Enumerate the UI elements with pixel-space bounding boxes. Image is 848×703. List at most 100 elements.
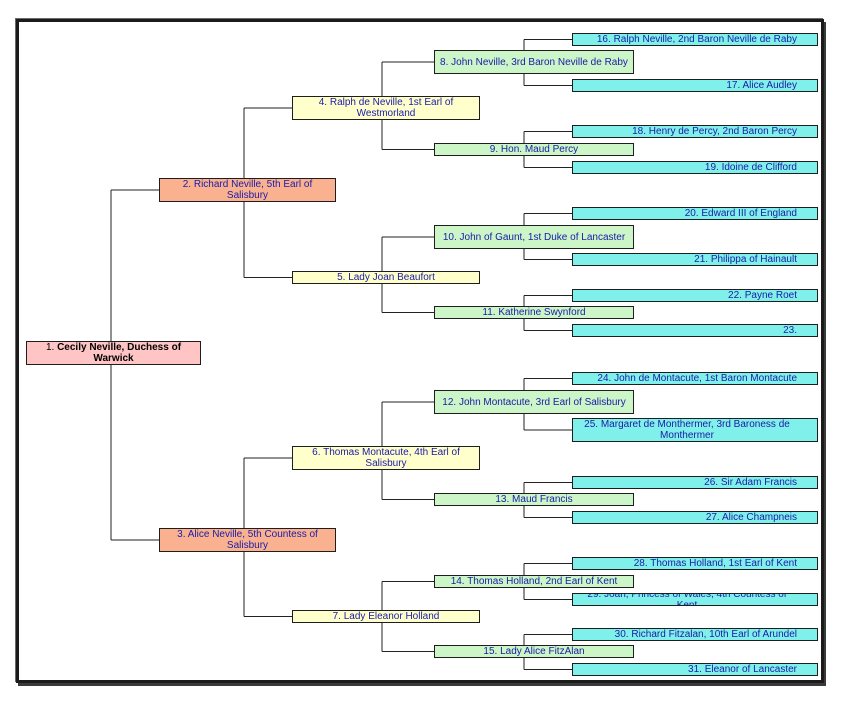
person-number: 22.	[728, 290, 742, 301]
person-name: Henry de Percy, 2nd Baron Percy	[648, 126, 797, 137]
person-number: 25.	[584, 419, 599, 430]
person-name: Lady Alice FitzAlan	[500, 646, 585, 657]
person-label: 13. Maud Francis	[495, 494, 572, 505]
person-label: 27. Alice Champneis	[706, 512, 797, 523]
person-number: 19.	[704, 162, 719, 173]
person-box-28[interactable]: 28. Thomas Holland, 1st Earl of Kent	[572, 557, 818, 570]
person-name: Alice Champneis	[721, 512, 797, 523]
person-label: 30. Richard Fitzalan, 10th Earl of Arund…	[615, 629, 797, 640]
person-label: 21. Philippa of Hainault	[694, 254, 797, 265]
person-label: 6. Thomas Montacute, 4th Earl of Salisbu…	[297, 447, 475, 469]
person-box-5[interactable]: 5. Lady Joan Beaufort	[292, 271, 480, 284]
person-number: 26.	[704, 477, 719, 488]
person-name: John Neville, 3rd Baron Neville de Raby	[451, 56, 628, 68]
person-box-19[interactable]: 19. Idoine de Clifford	[572, 161, 818, 174]
person-number: 18.	[632, 126, 646, 137]
person-box-10[interactable]: 10. John of Gaunt, 1st Duke of Lancaster	[434, 225, 634, 249]
person-number: 11.	[482, 307, 496, 318]
person-label: 17. Alice Audley	[726, 80, 797, 91]
person-number: 3.	[177, 529, 186, 540]
person-label: 11. Katherine Swynford	[482, 307, 585, 318]
person-number: 14.	[450, 576, 465, 587]
pedigree-chart-frame: 1. Cecily Neville, Duchess of Warwick 2. …	[16, 19, 824, 683]
person-box-21[interactable]: 21. Philippa of Hainault	[572, 253, 818, 266]
person-name: Joan, Princess of Wales, 4th Countess of…	[604, 593, 787, 606]
person-number: 13.	[495, 494, 510, 505]
person-box-9[interactable]: 9. Hon. Maud Percy	[434, 143, 634, 156]
person-number: 12.	[442, 396, 457, 408]
person-name: Richard Neville, 5th Earl of Salisbury	[193, 179, 313, 201]
person-name: Edward III of England	[701, 208, 797, 219]
person-box-1[interactable]: 1. Cecily Neville, Duchess of Warwick	[26, 341, 201, 365]
person-name: Thomas Holland, 2nd Earl of Kent	[467, 576, 618, 587]
person-number: 7.	[332, 611, 341, 622]
person-label: 2. Richard Neville, 5th Earl of Salisbur…	[164, 179, 331, 201]
person-box-3[interactable]: 3. Alice Neville, 5th Countess of Salisb…	[159, 528, 336, 552]
person-label: 3. Alice Neville, 5th Countess of Salisb…	[164, 529, 331, 551]
person-name: Payne Roet	[744, 290, 797, 301]
person-name: Margaret de Monthermer, 3rd Baroness de …	[600, 419, 790, 441]
person-name: Eleanor of Lancaster	[704, 664, 797, 675]
person-name: Ralph Neville, 2nd Baron Neville de Raby	[613, 34, 797, 45]
person-number: 6.	[312, 447, 321, 458]
person-number: 28.	[633, 558, 648, 569]
person-box-11[interactable]: 11. Katherine Swynford	[434, 306, 634, 319]
person-label: 5. Lady Joan Beaufort	[337, 272, 435, 283]
person-box-2[interactable]: 2. Richard Neville, 5th Earl of Salisbur…	[159, 178, 336, 202]
person-label: 10. John of Gaunt, 1st Duke of Lancaster	[443, 232, 625, 243]
person-number: 16.	[596, 34, 611, 45]
person-label: 19. Idoine de Clifford	[705, 162, 797, 173]
person-label: 23.	[783, 325, 797, 336]
person-box-16[interactable]: 16. Ralph Neville, 2nd Baron Neville de …	[572, 33, 818, 46]
person-label: 9. Hon. Maud Percy	[490, 144, 578, 155]
person-box-26[interactable]: 26. Sir Adam Francis	[572, 476, 818, 489]
person-number: 20.	[684, 208, 699, 219]
person-name: Cecily Neville, Duchess of Warwick	[57, 342, 182, 364]
person-box-7[interactable]: 7. Lady Eleanor Holland	[292, 610, 480, 623]
person-number: 30.	[614, 629, 629, 640]
person-box-4[interactable]: 4. Ralph de Neville, 1st Earl of Westmor…	[292, 96, 480, 120]
person-label: 29. Joan, Princess of Wales, 4th Countes…	[577, 593, 797, 606]
person-box-20[interactable]: 20. Edward III of England	[572, 207, 818, 220]
person-box-27[interactable]: 27. Alice Champneis	[572, 511, 818, 524]
person-label: 4. Ralph de Neville, 1st Earl of Westmor…	[297, 97, 475, 119]
person-box-25[interactable]: 25. Margaret de Monthermer, 3rd Baroness…	[572, 418, 818, 442]
person-box-15[interactable]: 15. Lady Alice FitzAlan	[434, 645, 634, 658]
person-box-18[interactable]: 18. Henry de Percy, 2nd Baron Percy	[572, 125, 818, 138]
person-name: Richard Fitzalan, 10th Earl of Arundel	[631, 629, 797, 640]
person-box-13[interactable]: 13. Maud Francis	[434, 493, 634, 506]
person-number: 23.	[783, 325, 797, 336]
person-box-17[interactable]: 17. Alice Audley	[572, 79, 818, 92]
person-name: Lady Joan Beaufort	[348, 272, 435, 283]
person-name: John Montacute, 3rd Earl of Salisbury	[458, 396, 626, 408]
person-name: Katherine Swynford	[498, 307, 586, 318]
person-number: 1.	[45, 342, 55, 353]
person-box-23[interactable]: 23.	[572, 324, 818, 337]
person-label: 7. Lady Eleanor Holland	[333, 611, 440, 622]
person-name: Philippa of Hainault	[710, 254, 797, 265]
person-label: 31. Eleanor of Lancaster	[688, 664, 797, 675]
person-number: 24.	[597, 373, 612, 384]
person-name: John of Gaunt, 1st Duke of Lancaster	[459, 231, 626, 243]
person-box-14[interactable]: 14. Thomas Holland, 2nd Earl of Kent	[434, 575, 634, 588]
person-box-12[interactable]: 12. John Montacute, 3rd Earl of Salisbur…	[434, 390, 634, 414]
person-name: Maud Francis	[512, 494, 573, 505]
person-label: 8. John Neville, 3rd Baron Neville de Ra…	[440, 57, 628, 68]
person-box-8[interactable]: 8. John Neville, 3rd Baron Neville de Ra…	[434, 50, 634, 74]
person-box-22[interactable]: 22. Payne Roet	[572, 289, 818, 302]
person-box-24[interactable]: 24. John de Montacute, 1st Baron Montacu…	[572, 372, 818, 385]
person-name: Ralph de Neville, 1st Earl of Westmorlan…	[329, 97, 454, 119]
person-box-6[interactable]: 6. Thomas Montacute, 4th Earl of Salisbu…	[292, 446, 480, 470]
person-name: John de Montacute, 1st Baron Montacute	[614, 373, 797, 384]
person-box-31[interactable]: 31. Eleanor of Lancaster	[572, 663, 818, 676]
person-label: 20. Edward III of England	[685, 208, 797, 219]
person-name: Lady Eleanor Holland	[343, 611, 440, 622]
person-label: 22. Payne Roet	[728, 290, 797, 301]
person-name: Alice Audley	[742, 80, 797, 91]
person-name: Alice Neville, 5th Countess of Salisbury	[187, 529, 318, 551]
person-box-30[interactable]: 30. Richard Fitzalan, 10th Earl of Arund…	[572, 628, 818, 641]
person-number: 10.	[442, 231, 457, 243]
person-number: 4.	[318, 97, 328, 108]
person-box-29[interactable]: 29. Joan, Princess of Wales, 4th Countes…	[572, 593, 818, 606]
person-label: 16. Ralph Neville, 2nd Baron Neville de …	[597, 34, 797, 45]
